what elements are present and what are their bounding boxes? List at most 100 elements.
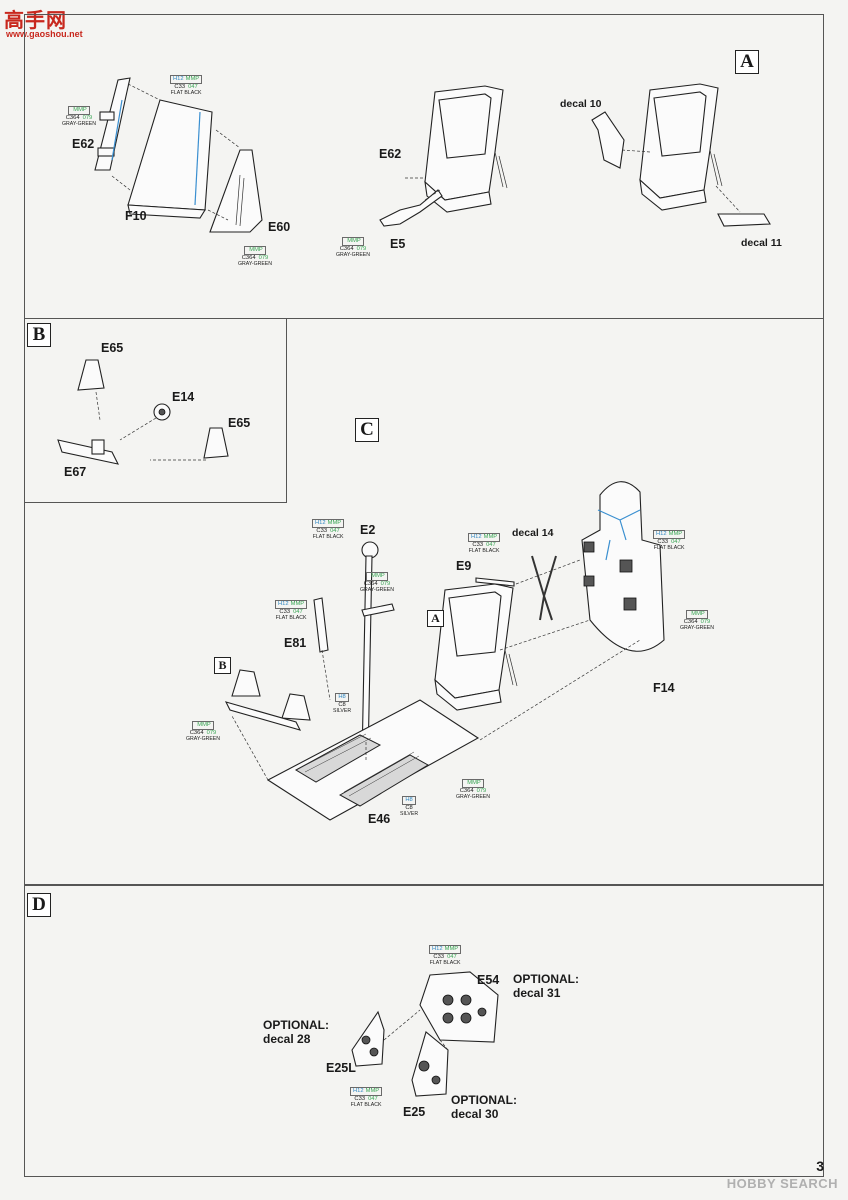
paint-number: 047 bbox=[368, 1095, 378, 1102]
hobby-search-watermark: HOBBY SEARCH bbox=[726, 1176, 838, 1191]
decal-label-31: decal 31 bbox=[513, 986, 561, 1000]
paint-name: FLAT BLACK bbox=[170, 90, 202, 96]
subassembly-a-reference: A bbox=[427, 610, 444, 627]
paint-code: C33 bbox=[657, 538, 669, 545]
decal-label-14: decal 14 bbox=[512, 527, 554, 539]
paint-name: FLAT BLACK bbox=[350, 1102, 382, 1108]
paint-code: C8 bbox=[405, 804, 413, 811]
paint-name: GRAY-GREEN bbox=[680, 625, 715, 631]
paint-hobby-code: H12 bbox=[471, 534, 482, 540]
paint-number: 079 bbox=[700, 618, 711, 625]
section-d-marker: D bbox=[27, 893, 51, 917]
section-d-art bbox=[351, 971, 499, 1097]
section-a-frame bbox=[24, 14, 824, 319]
section-c-marker: C bbox=[355, 418, 379, 442]
paint-name: FLAT BLACK bbox=[468, 548, 500, 554]
paint-callout-silver: H8 C8 SILVER bbox=[400, 796, 418, 818]
paint-hobby-code: H12 bbox=[656, 531, 667, 537]
paint-hobby-code: H12 bbox=[353, 1088, 364, 1094]
paint-name: GRAY-GREEN bbox=[186, 736, 221, 742]
paint-number: 079 bbox=[82, 114, 93, 121]
part-label-e9: E9 bbox=[456, 559, 472, 573]
paint-code: C364 bbox=[189, 729, 204, 736]
part-label-e2: E2 bbox=[360, 523, 376, 537]
paint-name: GRAY-GREEN bbox=[238, 261, 273, 267]
part-label-e62: E62 bbox=[72, 137, 95, 151]
paint-name: SILVER bbox=[400, 811, 419, 817]
paint-brand: MMP bbox=[691, 611, 705, 617]
section-a-art bbox=[94, 77, 771, 233]
part-label-e62: E62 bbox=[379, 147, 402, 161]
paint-code: C33 bbox=[433, 953, 445, 960]
paint-code: C33 bbox=[174, 83, 186, 90]
paint-name: FLAT BLACK bbox=[653, 545, 685, 551]
paint-name: FLAT BLACK bbox=[312, 534, 344, 540]
part-label-e25: E25 bbox=[403, 1105, 426, 1119]
part-label-f14: F14 bbox=[653, 681, 675, 695]
part-label-f10: F10 bbox=[125, 209, 147, 223]
part-label-e81: E81 bbox=[284, 636, 307, 650]
paint-brand: MMP bbox=[467, 780, 481, 786]
paint-code: C364 bbox=[459, 787, 474, 794]
decal-label-30: decal 30 bbox=[451, 1107, 499, 1121]
paint-brand: MMP bbox=[444, 946, 459, 952]
paint-name: GRAY-GREEN bbox=[456, 794, 491, 800]
part-label-e67: E67 bbox=[64, 465, 87, 479]
paint-brand: MMP bbox=[371, 573, 385, 579]
paint-number: 079 bbox=[356, 245, 367, 252]
section-b-marker: B bbox=[27, 323, 51, 347]
paint-number: 079 bbox=[206, 729, 217, 736]
optional-decal-30-note: OPTIONAL: decal 30 bbox=[451, 1093, 517, 1121]
part-label-e65: E65 bbox=[101, 341, 124, 355]
paint-name: GRAY-GREEN bbox=[360, 587, 395, 593]
decal-label-11: decal 11 bbox=[741, 237, 782, 249]
section-c-art bbox=[224, 481, 665, 821]
paint-number: 047 bbox=[671, 538, 681, 545]
paint-callout-silver: H8 C8 SILVER bbox=[333, 693, 351, 715]
page-number: 3 bbox=[816, 1158, 824, 1174]
paint-code: C364 bbox=[363, 580, 378, 587]
paint-number: 047 bbox=[188, 83, 198, 90]
paint-hobby-code: H12 bbox=[315, 520, 326, 526]
paint-name: GRAY-GREEN bbox=[62, 121, 97, 127]
paint-hobby-code: H12 bbox=[173, 76, 184, 82]
paint-hobby-code: H8 bbox=[405, 797, 413, 803]
paint-number: 047 bbox=[486, 541, 496, 548]
watermark-site-name: 高手网 bbox=[4, 10, 67, 32]
section-c-frame bbox=[24, 318, 824, 885]
paint-hobby-code: H12 bbox=[278, 601, 289, 607]
section-b-art bbox=[57, 359, 229, 465]
part-label-e5: E5 bbox=[390, 237, 406, 251]
paint-brand: MMP bbox=[668, 531, 683, 537]
optional-decal-28-note: OPTIONAL: decal 28 bbox=[263, 1018, 329, 1046]
part-label-e25l: E25L bbox=[326, 1061, 356, 1075]
paint-code: C33 bbox=[472, 541, 484, 548]
paint-name: SILVER bbox=[333, 708, 352, 714]
watermark-logo: 高手网 www.gaoshou.net bbox=[4, 4, 83, 39]
optional-label: OPTIONAL: bbox=[451, 1093, 517, 1107]
paint-code: C364 bbox=[683, 618, 698, 625]
paint-name: GRAY-GREEN bbox=[336, 252, 371, 258]
paint-number: 079 bbox=[476, 787, 487, 794]
paint-code: C33 bbox=[316, 527, 328, 534]
part-label-e60: E60 bbox=[268, 220, 291, 234]
optional-label: OPTIONAL: bbox=[263, 1018, 329, 1032]
paint-name: FLAT BLACK bbox=[275, 615, 307, 621]
paint-brand: MMP bbox=[290, 601, 305, 607]
paint-number: 079 bbox=[258, 254, 269, 261]
paint-brand: MMP bbox=[365, 1088, 380, 1094]
paint-hobby-code: H12 bbox=[432, 946, 443, 952]
optional-decal-31-note: OPTIONAL: decal 31 bbox=[513, 972, 579, 1000]
decal-label-28: decal 28 bbox=[263, 1032, 311, 1046]
paint-code: C364 bbox=[65, 114, 80, 121]
paint-brand: MMP bbox=[197, 722, 211, 728]
